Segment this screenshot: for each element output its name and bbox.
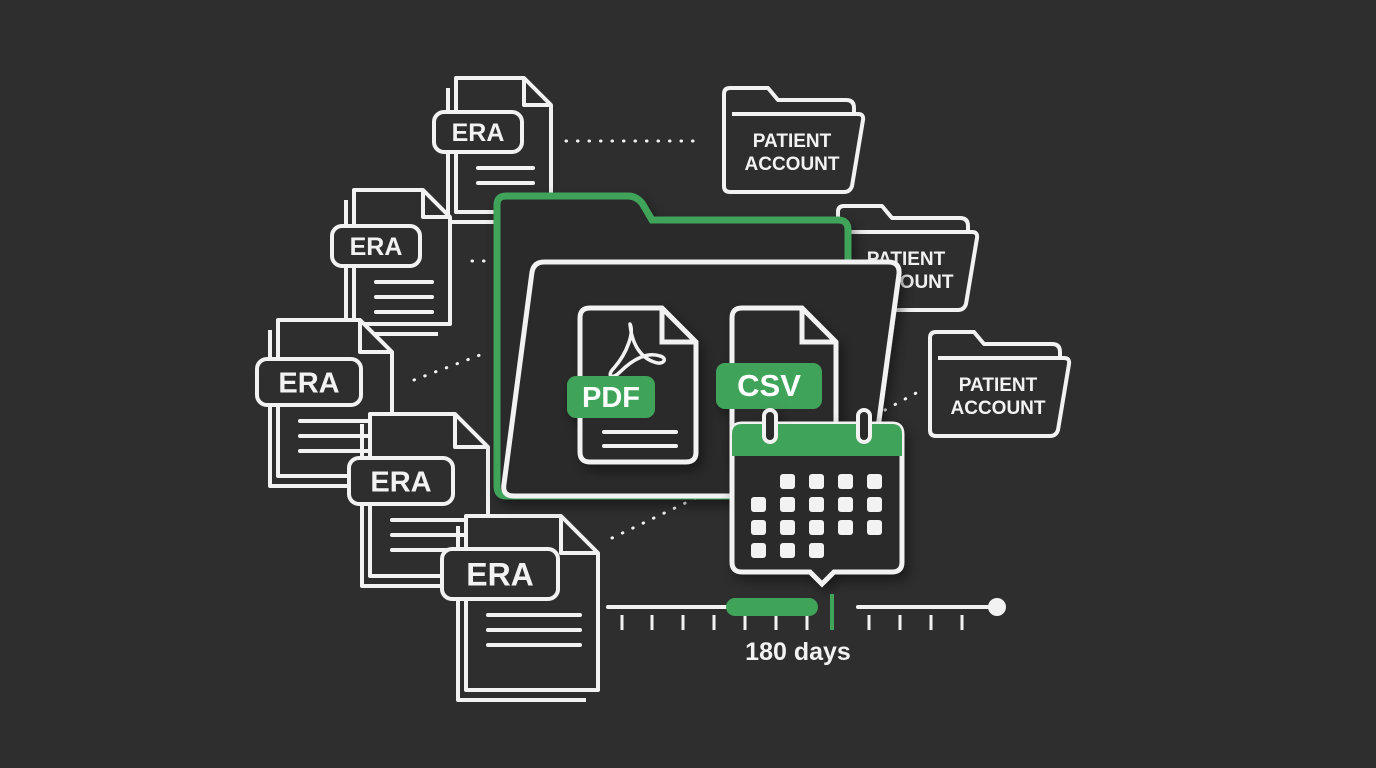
dotted-connectors	[412, 139, 920, 540]
calendar-day	[838, 520, 853, 535]
calendar-day	[751, 497, 766, 512]
document-fold	[453, 414, 488, 449]
calendar-day	[780, 520, 795, 535]
era-label: ERA	[278, 367, 339, 399]
patient-account-line-1: PATIENT	[753, 131, 832, 152]
calendar-day	[838, 497, 853, 512]
connector-folder-to-account-3	[883, 390, 920, 412]
timeline-progress-fill	[726, 598, 818, 616]
era-label-box	[347, 456, 455, 506]
connector-era-3-to-folder	[412, 350, 490, 382]
calendar-day	[809, 474, 824, 489]
patient-account-line-2: ACCOUNT	[951, 398, 1046, 419]
calendar-day	[838, 474, 853, 489]
calendar-day	[780, 474, 795, 489]
patient-account-line-1: PATIENT	[959, 375, 1038, 396]
calendar-day	[809, 520, 824, 535]
csv-badge	[716, 363, 822, 409]
calendar-day	[780, 543, 795, 558]
calendar-icon	[729, 408, 905, 588]
acrobat-pdf-icon	[608, 322, 666, 379]
calendar-header	[732, 424, 902, 456]
era-label-box	[330, 224, 422, 268]
document-fold	[559, 516, 598, 555]
era-documents-group: ERA ERA ERA ERA ERA	[255, 76, 600, 702]
era-label: ERA	[370, 466, 431, 498]
era-document: ERA	[432, 76, 553, 224]
calendar-day	[809, 543, 824, 558]
timeline-end-handle[interactable]	[988, 598, 1006, 616]
document-fold	[421, 190, 450, 219]
csv-label: CSV	[737, 368, 801, 403]
era-label-box	[255, 357, 363, 407]
calendar-day	[809, 497, 824, 512]
document-icon	[464, 514, 600, 692]
pdf-label: PDF	[582, 382, 640, 414]
folder-icon	[928, 330, 1062, 358]
era-label: ERA	[350, 233, 403, 261]
era-document: ERA	[330, 188, 452, 336]
folder-icon	[836, 204, 970, 232]
document-fold	[522, 78, 551, 107]
folder-front	[722, 94, 866, 194]
calendar-day	[867, 497, 882, 512]
document-fold	[358, 320, 392, 354]
timeline-label: 180 days	[745, 638, 851, 666]
csv-page-fold	[799, 308, 836, 345]
calendar-day	[751, 543, 766, 558]
era-label-box	[432, 110, 524, 154]
retention-timeline: 180 days	[606, 594, 1006, 666]
calendar-day-grid	[751, 474, 882, 558]
connector-era-5-to-folder	[610, 494, 702, 540]
calendar-ring-right	[856, 408, 872, 444]
era-label: ERA	[452, 119, 505, 147]
pdf-page-fold	[659, 308, 696, 345]
folder-icon	[722, 86, 856, 114]
era-label: ERA	[466, 557, 534, 593]
timeline-ticks	[620, 615, 964, 630]
pdf-badge	[567, 376, 655, 418]
calendar-day	[867, 474, 882, 489]
calendar-day	[780, 497, 795, 512]
era-label-box	[440, 547, 560, 601]
calendar-ring-left	[762, 408, 778, 444]
folder-front	[928, 338, 1072, 438]
calendar-day	[751, 520, 766, 535]
pdf-file-card: PDF	[567, 305, 699, 465]
calendar-day	[867, 520, 882, 535]
patient-account-line-2: ACCOUNT	[745, 154, 840, 175]
era-document: ERA	[440, 514, 600, 702]
